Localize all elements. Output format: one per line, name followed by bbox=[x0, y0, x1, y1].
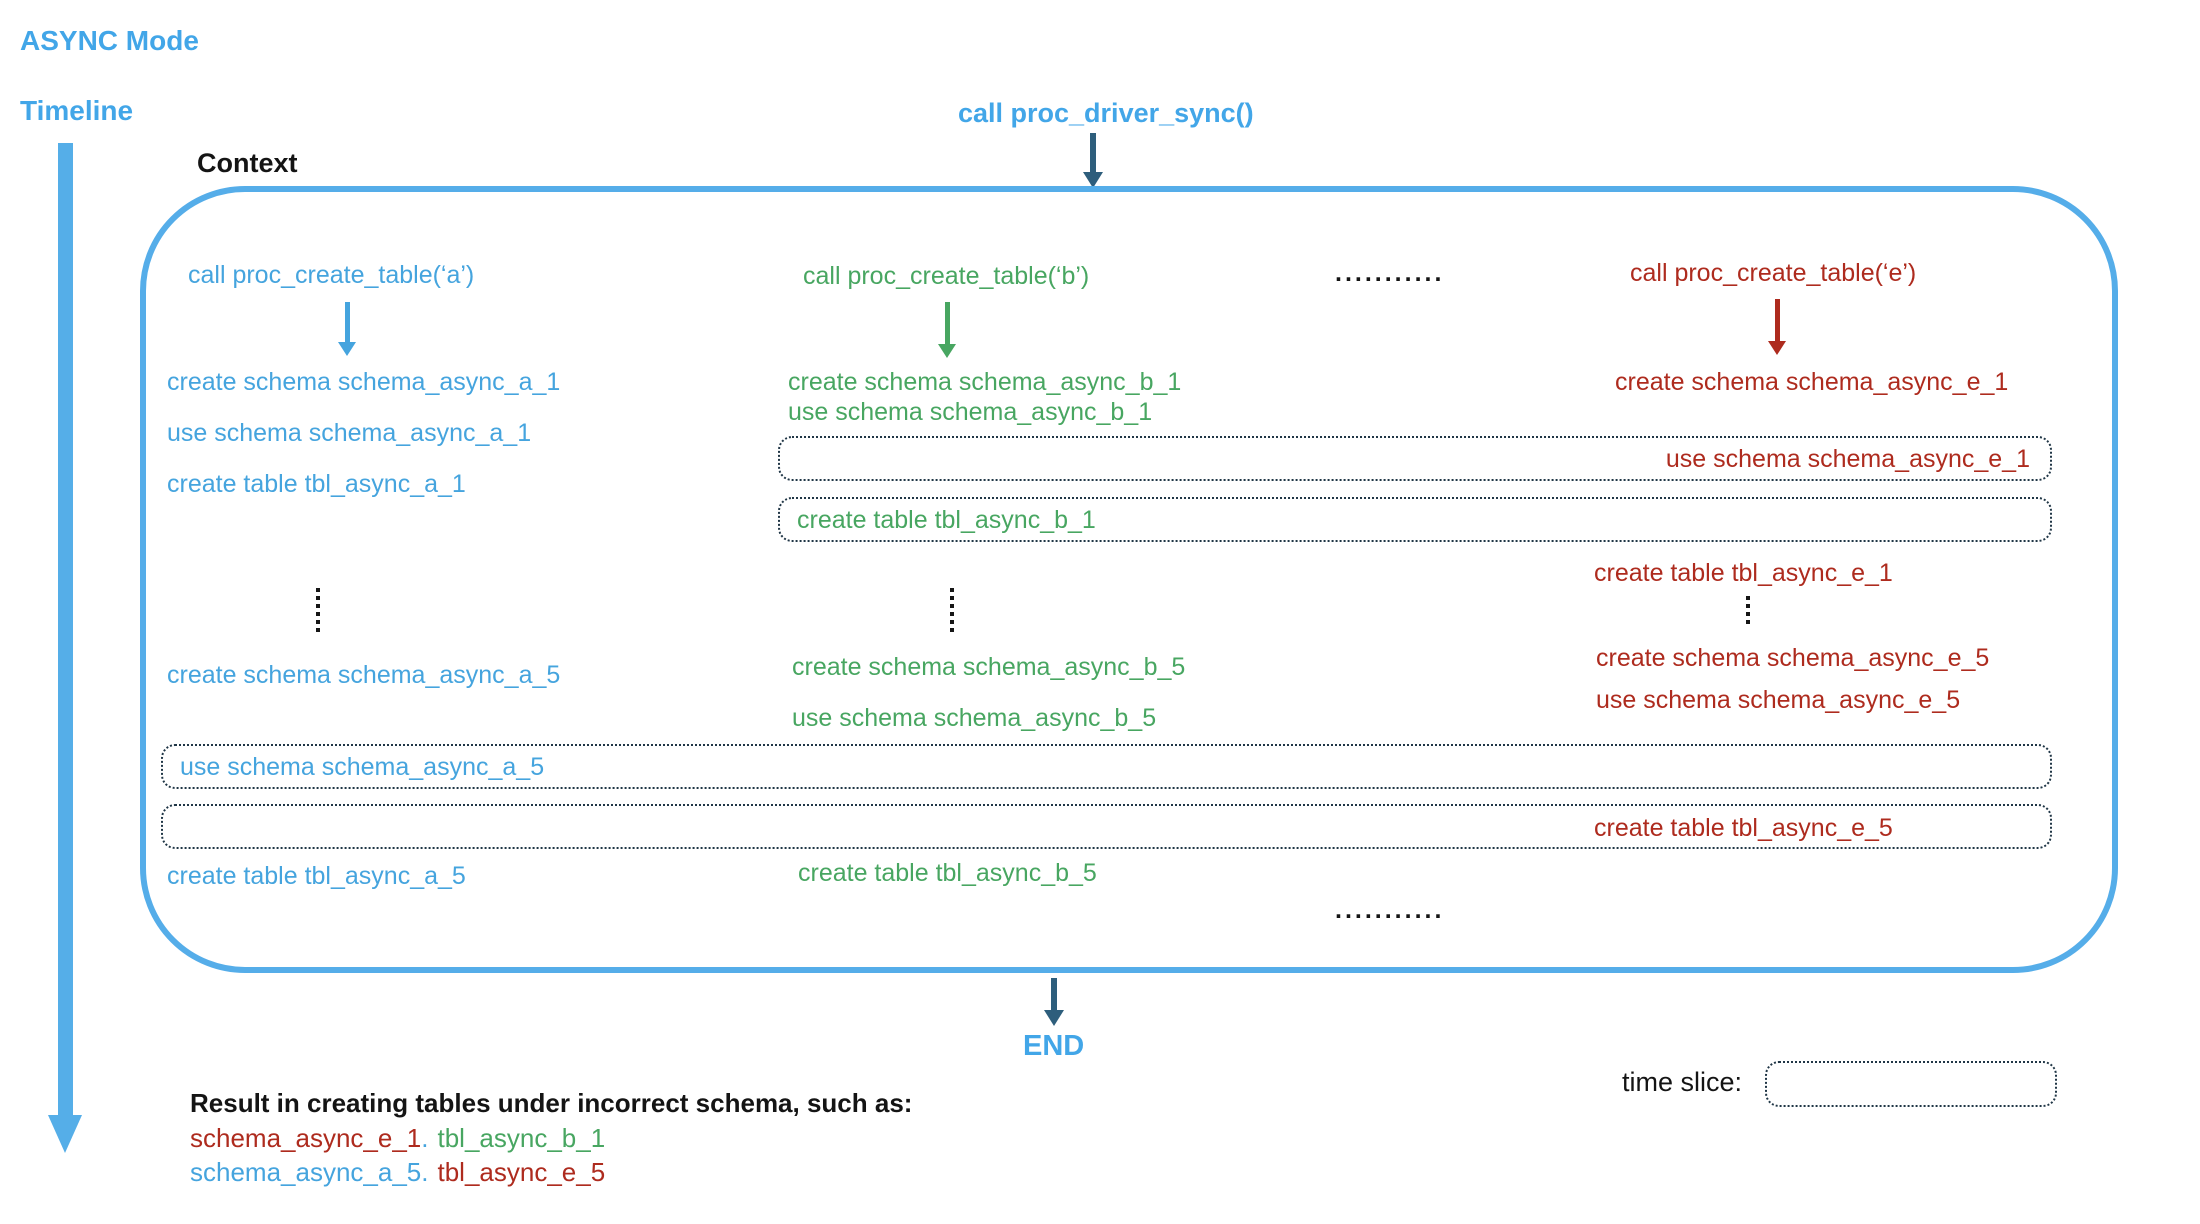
session-b-call: call proc_create_table(‘b’) bbox=[803, 262, 1090, 290]
dotted-box-create-table-e-5 bbox=[161, 804, 2052, 849]
result-title: Result in creating tables under incorrec… bbox=[190, 1088, 913, 1118]
session-b-create-schema-1: create schema schema_async_b_1 bbox=[788, 368, 1182, 396]
ellipsis-columns-top: ........... bbox=[1335, 259, 1445, 287]
page-title: ASYNC Mode bbox=[20, 25, 199, 56]
session-a-use-schema-5: use schema schema_async_a_5 bbox=[180, 753, 545, 781]
time-slice-label: time slice: bbox=[1622, 1067, 1743, 1097]
session-b-create-table-5: create table tbl_async_b_5 bbox=[798, 859, 1097, 887]
session-e-use-schema-5: use schema schema_async_e_5 bbox=[1596, 686, 1961, 714]
session-b-create-schema-5: create schema schema_async_b_5 bbox=[792, 653, 1186, 681]
schema-name: schema_async_e_1 bbox=[190, 1123, 422, 1153]
session-a-create-table-5: create table tbl_async_a_5 bbox=[167, 862, 466, 890]
session-b-use-schema-1: use schema schema_async_b_1 bbox=[788, 398, 1153, 426]
context-label: Context bbox=[197, 148, 298, 178]
dotted-box-use-schema-a-5 bbox=[161, 744, 2052, 789]
session-a-arrow bbox=[338, 302, 356, 356]
driver-call-label: call proc_driver_sync() bbox=[958, 98, 1254, 128]
table-name: tbl_async_e_5 bbox=[437, 1157, 606, 1187]
session-b-use-schema-5: use schema schema_async_b_5 bbox=[792, 704, 1157, 732]
driver-arrow bbox=[1083, 133, 1103, 188]
end-arrow bbox=[1044, 978, 1064, 1026]
time-slice-box bbox=[1765, 1061, 2057, 1107]
table-name: tbl_async_b_1 bbox=[437, 1123, 606, 1153]
vertical-ellipsis-a bbox=[316, 588, 320, 634]
result-example-2: schema_async_a_5. tbl_async_e_5 bbox=[190, 1158, 605, 1187]
dotted-box-use-schema-e-1 bbox=[778, 436, 2052, 481]
session-a-create-table-1: create table tbl_async_a_1 bbox=[167, 470, 466, 498]
vertical-ellipsis-e bbox=[1746, 596, 1750, 624]
result-example-1: schema_async_e_1. tbl_async_b_1 bbox=[190, 1124, 605, 1153]
session-a-use-schema-1: use schema schema_async_a_1 bbox=[167, 419, 532, 447]
timeline-arrow bbox=[48, 143, 82, 1153]
ellipsis-columns-bottom: ........... bbox=[1335, 896, 1445, 924]
session-a-create-schema-5: create schema schema_async_a_5 bbox=[167, 661, 561, 689]
session-e-create-schema-1: create schema schema_async_e_1 bbox=[1615, 368, 2009, 396]
dot-separator: . bbox=[421, 1123, 429, 1153]
vertical-ellipsis-b bbox=[950, 588, 954, 634]
session-a-create-schema-1: create schema schema_async_a_1 bbox=[167, 368, 561, 396]
context-container bbox=[140, 186, 2118, 973]
session-b-arrow bbox=[938, 302, 956, 358]
session-e-create-table-5: create table tbl_async_e_5 bbox=[1594, 814, 1893, 842]
session-e-create-schema-5: create schema schema_async_e_5 bbox=[1596, 644, 1990, 672]
session-e-use-schema-1: use schema schema_async_e_1 bbox=[1665, 445, 2030, 473]
session-e-create-table-1: create table tbl_async_e_1 bbox=[1594, 559, 1893, 587]
session-b-create-table-1: create table tbl_async_b_1 bbox=[797, 506, 1096, 534]
session-a-call: call proc_create_table(‘a’) bbox=[188, 261, 475, 289]
session-e-call: call proc_create_table(‘e’) bbox=[1630, 259, 1917, 287]
session-e-arrow bbox=[1768, 299, 1786, 355]
dotted-box-create-table-b-1 bbox=[778, 497, 2052, 542]
end-label: END bbox=[1023, 1030, 1085, 1062]
dot-separator: . bbox=[421, 1157, 429, 1187]
timeline-label: Timeline bbox=[20, 95, 134, 126]
schema-name: schema_async_a_5 bbox=[190, 1157, 422, 1187]
